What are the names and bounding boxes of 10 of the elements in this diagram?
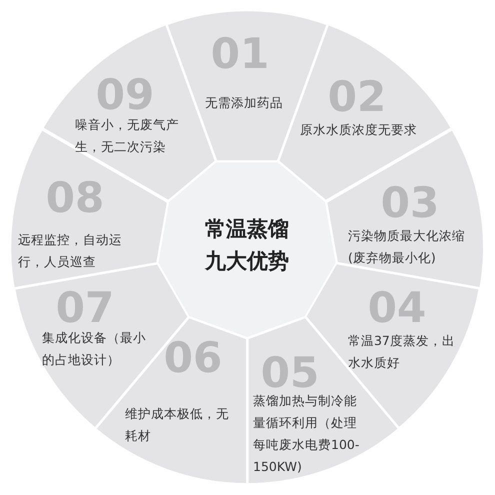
sector-text: 原水水质浓度无要求 bbox=[300, 120, 418, 139]
sector-text: 远程监控，自动运行，人员巡查 bbox=[18, 231, 123, 271]
sector-text: 常温37度蒸发，出水水质好 bbox=[348, 332, 456, 372]
sector-text: 维护成本极低，无耗材 bbox=[124, 404, 230, 445]
center-title: 常温蒸馏九大优势 bbox=[204, 216, 290, 275]
sector-text: 集成化设备（最小的占地设计） bbox=[42, 328, 147, 369]
sector-text: 蒸馏加热与制冷能量循环利用（处理每吨废水电费100-150KW) bbox=[253, 392, 360, 476]
sector-text: 噪音小，无废气产生，无二次污染 bbox=[74, 116, 180, 156]
sector-text: 无需添加药品 bbox=[204, 94, 284, 112]
sector-text: 污染物质最大化浓缩(废弃物最小化) bbox=[348, 227, 466, 267]
